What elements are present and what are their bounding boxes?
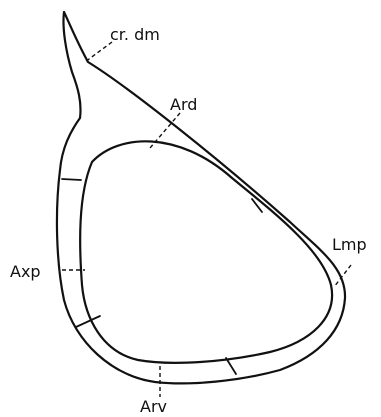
label-axp: Axp — [10, 262, 41, 281]
septum-lower-left — [76, 316, 100, 327]
label-lmp: Lmp — [332, 235, 367, 254]
septum-ventral — [226, 358, 236, 374]
inner-outline — [80, 141, 332, 362]
leader-crdm — [85, 42, 112, 62]
septum-upper-left — [62, 179, 81, 180]
label-crdm: cr. dm — [110, 25, 160, 44]
label-arv: Arv — [140, 397, 167, 416]
label-ard: Ard — [170, 95, 197, 114]
outer-outline — [57, 12, 345, 383]
